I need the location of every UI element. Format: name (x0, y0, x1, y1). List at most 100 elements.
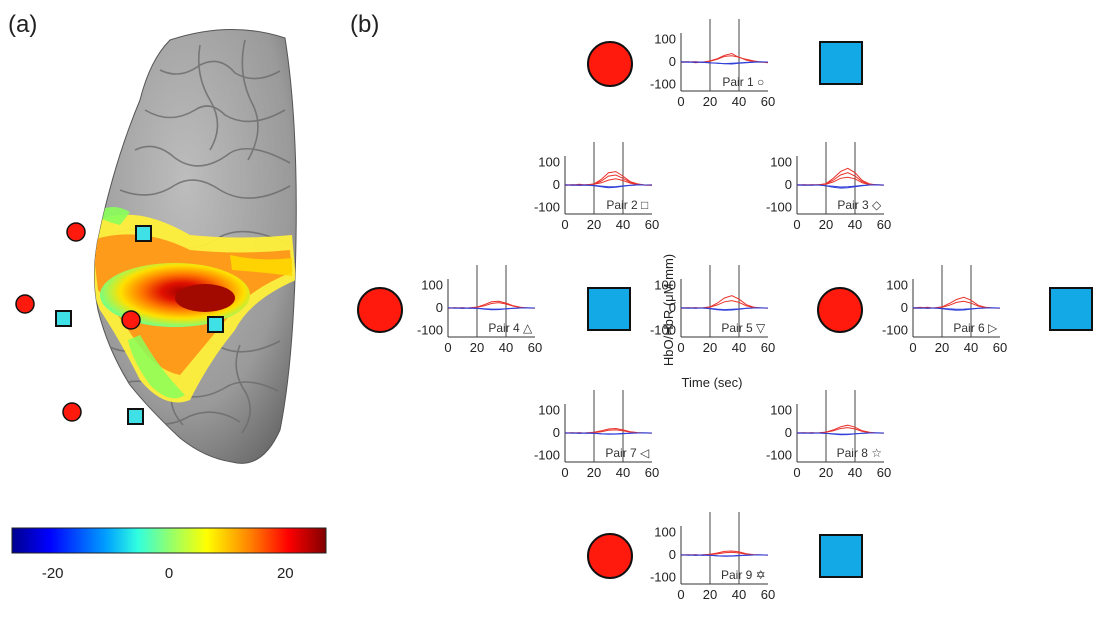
detector-probe (819, 41, 863, 85)
detector-probe (1049, 287, 1093, 331)
panel-label-a: (a) (8, 11, 37, 38)
x-tick-label: 60 (761, 587, 775, 602)
panel-b-probes (357, 41, 1093, 579)
source-probe (587, 533, 633, 579)
x-tick-label: 60 (645, 465, 659, 480)
pair-label: Pair 3 ◇ (837, 198, 882, 212)
x-tick-label: 0 (793, 465, 800, 480)
detector-probe (135, 225, 152, 242)
y-tick-label: 0 (436, 300, 443, 315)
y-tick-label: 100 (654, 278, 676, 293)
y-tick-label: 0 (785, 425, 792, 440)
series-line-red (447, 302, 535, 309)
y-tick-label: 0 (785, 177, 792, 192)
x-tick-label: 20 (819, 465, 833, 480)
y-tick-label: 0 (553, 425, 560, 440)
series-line-blue (796, 184, 885, 188)
y-tick-label: -100 (650, 76, 676, 91)
x-tick-label: 60 (761, 340, 775, 355)
y-tick-label: 100 (886, 278, 908, 293)
x-tick-label: 0 (909, 340, 916, 355)
y-axis-title: HbO/HbR (μM mm) (661, 254, 676, 366)
x-tick-label: 20 (587, 217, 601, 232)
series-line-red (796, 424, 885, 434)
series-line-red (680, 52, 769, 64)
x-tick-label: 40 (732, 587, 746, 602)
source-probe (817, 287, 863, 333)
x-tick-label: 60 (528, 340, 542, 355)
panel-label-b: (b) (350, 11, 379, 38)
y-tick-label: -100 (650, 322, 676, 337)
series-line-blue (564, 184, 652, 188)
x-tick-label: 20 (703, 587, 717, 602)
source-probe (15, 294, 35, 314)
series-line-blue (680, 307, 769, 311)
colorbar-tick: 20 (277, 565, 294, 582)
x-tick-label: 40 (848, 465, 862, 480)
y-tick-label: -100 (882, 322, 908, 337)
x-tick-label: 0 (677, 587, 684, 602)
x-tick-label: 40 (848, 217, 862, 232)
pair-label: Pair 4 △ (488, 321, 533, 335)
pair-label: Pair 7 ◁ (605, 446, 650, 460)
series-line-red (796, 172, 884, 186)
y-tick-label: 100 (770, 155, 792, 170)
x-tick-label: 40 (616, 217, 630, 232)
pair-label: Pair 5 ▽ (721, 321, 766, 335)
x-tick-label: 40 (732, 340, 746, 355)
y-tick-label: -100 (534, 447, 560, 462)
x-tick-label: 0 (677, 340, 684, 355)
y-tick-label: 100 (654, 32, 676, 47)
x-tick-label: 40 (616, 465, 630, 480)
x-tick-label: 20 (470, 340, 484, 355)
pair-label: Pair 6 ▷ (953, 321, 998, 335)
y-tick-label: 100 (654, 525, 676, 540)
x-tick-label: 60 (877, 217, 891, 232)
colorbar-tick: 0 (165, 565, 173, 582)
y-tick-label: 100 (421, 278, 443, 293)
x-tick-label: 60 (877, 465, 891, 480)
source-probe (587, 41, 633, 87)
x-tick-label: 0 (561, 465, 568, 480)
x-tick-label: 0 (561, 217, 568, 232)
y-tick-label: -100 (766, 199, 792, 214)
pair-label: Pair 8 ☆ (837, 446, 882, 460)
x-tick-label: 0 (793, 217, 800, 232)
series-line-blue (447, 307, 536, 310)
y-tick-label: 0 (553, 177, 560, 192)
pair-label: Pair 2 □ (606, 198, 648, 212)
y-tick-label: 0 (669, 300, 676, 315)
y-tick-label: 0 (901, 300, 908, 315)
colorbar-gradient (11, 527, 327, 554)
source-probe (66, 222, 86, 242)
x-tick-label: 20 (819, 217, 833, 232)
y-tick-label: -100 (766, 447, 792, 462)
series-line-red (912, 300, 1000, 309)
colorbar-tick: -20 (42, 565, 64, 582)
x-tick-label: 60 (645, 217, 659, 232)
x-tick-label: 40 (964, 340, 978, 355)
x-tick-label: 0 (677, 94, 684, 109)
x-tick-label: 60 (993, 340, 1007, 355)
detector-probe (207, 316, 224, 333)
source-probe (121, 310, 141, 330)
source-probe (62, 402, 82, 422)
y-tick-label: -100 (534, 199, 560, 214)
y-tick-label: 100 (770, 403, 792, 418)
x-tick-label: 20 (703, 94, 717, 109)
series-line-blue (680, 61, 769, 65)
x-tick-label: 20 (935, 340, 949, 355)
y-tick-label: -100 (417, 322, 443, 337)
series-line-red (564, 171, 653, 186)
series-line-blue (680, 554, 769, 557)
series-line-blue (564, 432, 653, 435)
